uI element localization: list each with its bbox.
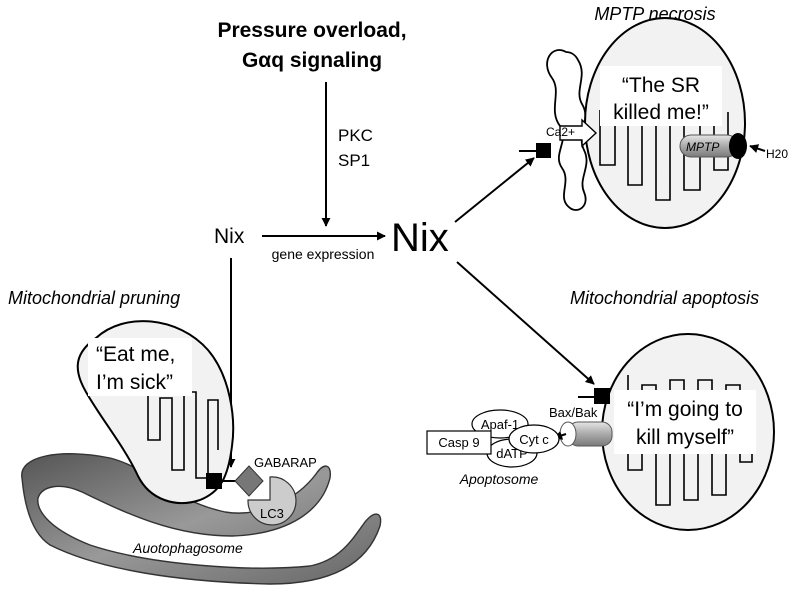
apoptosis-nix-anchor: [594, 388, 610, 404]
bax-bak-pore: [559, 421, 577, 447]
gabarap-label: GABARAP: [254, 455, 317, 470]
lc3-shape: [247, 476, 297, 526]
apaf1-label: Apaf-1: [481, 417, 519, 432]
mptp-panel-title: MPTP necrosis: [594, 4, 715, 24]
mptp-quote-line1: “The SR: [622, 74, 700, 97]
gabarap-diamond: [234, 465, 264, 497]
nix-gene-label: Nix: [214, 225, 245, 248]
mptp-nix-anchor: [536, 143, 551, 158]
calcium-arrow: [559, 118, 598, 148]
pruning-quote-line2: I’m sick”: [96, 371, 173, 394]
mptp-pore: [729, 133, 747, 159]
apoptosis-quote-box: [614, 390, 756, 454]
calcium-label: Ca2+: [546, 125, 575, 139]
title-line2: Gαq signaling: [242, 49, 382, 72]
sp1-label: SP1: [338, 151, 370, 170]
cytc-label: Cyt c: [519, 432, 549, 447]
pkc-label: PKC: [338, 126, 373, 145]
apoptosis-cristae: [627, 375, 753, 506]
arrow-to-apoptosis: [456, 261, 595, 385]
autophagosome-label: Auotophagosome: [132, 540, 243, 556]
mptp-quote-box: [600, 66, 722, 126]
lc3-label: LC3: [260, 506, 284, 521]
casp9-label: Casp 9: [438, 435, 479, 450]
water-label: H20: [766, 147, 788, 161]
title-line1: Pressure overload,: [217, 19, 406, 42]
pruning-nix-anchor: [206, 473, 222, 489]
mptp-label: MPTP: [686, 140, 719, 154]
apoptosome-label: Apoptosome: [459, 471, 539, 487]
sick-mitochondrion-cristae: [147, 391, 219, 479]
mptp-quote-line2: killed me!”: [613, 101, 709, 124]
apoptosis-panel-title: Mitochondrial apoptosis: [570, 288, 759, 308]
bax-bak-label: Bax/Bak: [549, 405, 598, 420]
gene-expression-label: gene expression: [272, 246, 375, 262]
apoptosis-quote-line1: “I’m going to: [627, 398, 743, 421]
apoptosis-quote-line2: kill myself”: [636, 426, 734, 449]
pruning-quote-box: [88, 338, 192, 396]
casp9-box: [426, 430, 492, 455]
pruning-quote-line1: “Eat me,: [96, 343, 175, 366]
nix-protein-label: Nix: [391, 216, 449, 260]
cytc-shape: [508, 424, 560, 454]
autophagosome: [21, 453, 382, 585]
arrow-to-mptp: [454, 157, 535, 223]
water-arrow: [749, 144, 766, 153]
pruning-panel-title: Mitochondrial pruning: [8, 288, 180, 308]
